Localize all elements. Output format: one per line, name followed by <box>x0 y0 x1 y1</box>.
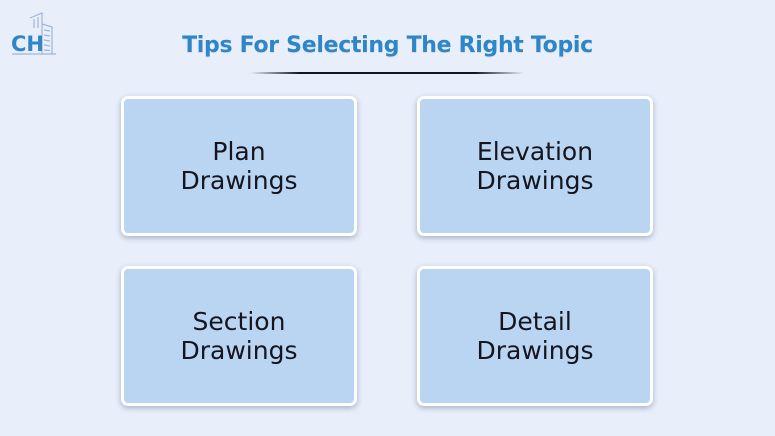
card-plan-drawings: Plan Drawings <box>121 96 357 236</box>
page-title: Tips For Selecting The Right Topic <box>182 33 593 58</box>
card-label-line2: Drawings <box>180 336 298 365</box>
card-label-line2: Drawings <box>476 166 594 195</box>
card-label-line1: Detail <box>498 307 572 336</box>
building-ch-logo-icon: CH <box>8 10 60 58</box>
card-detail-drawings: Detail Drawings <box>417 266 653 406</box>
card-label-line1: Section <box>192 307 286 336</box>
card-elevation-drawings: Elevation Drawings <box>417 96 653 236</box>
card-section-drawings: Section Drawings <box>121 266 357 406</box>
card-label-line2: Drawings <box>180 166 298 195</box>
card-label-line2: Drawings <box>476 336 594 365</box>
svg-text:CH: CH <box>11 32 44 56</box>
card-label-line1: Plan <box>212 137 266 166</box>
card-label-line1: Elevation <box>476 137 594 166</box>
title-underline <box>250 72 524 74</box>
